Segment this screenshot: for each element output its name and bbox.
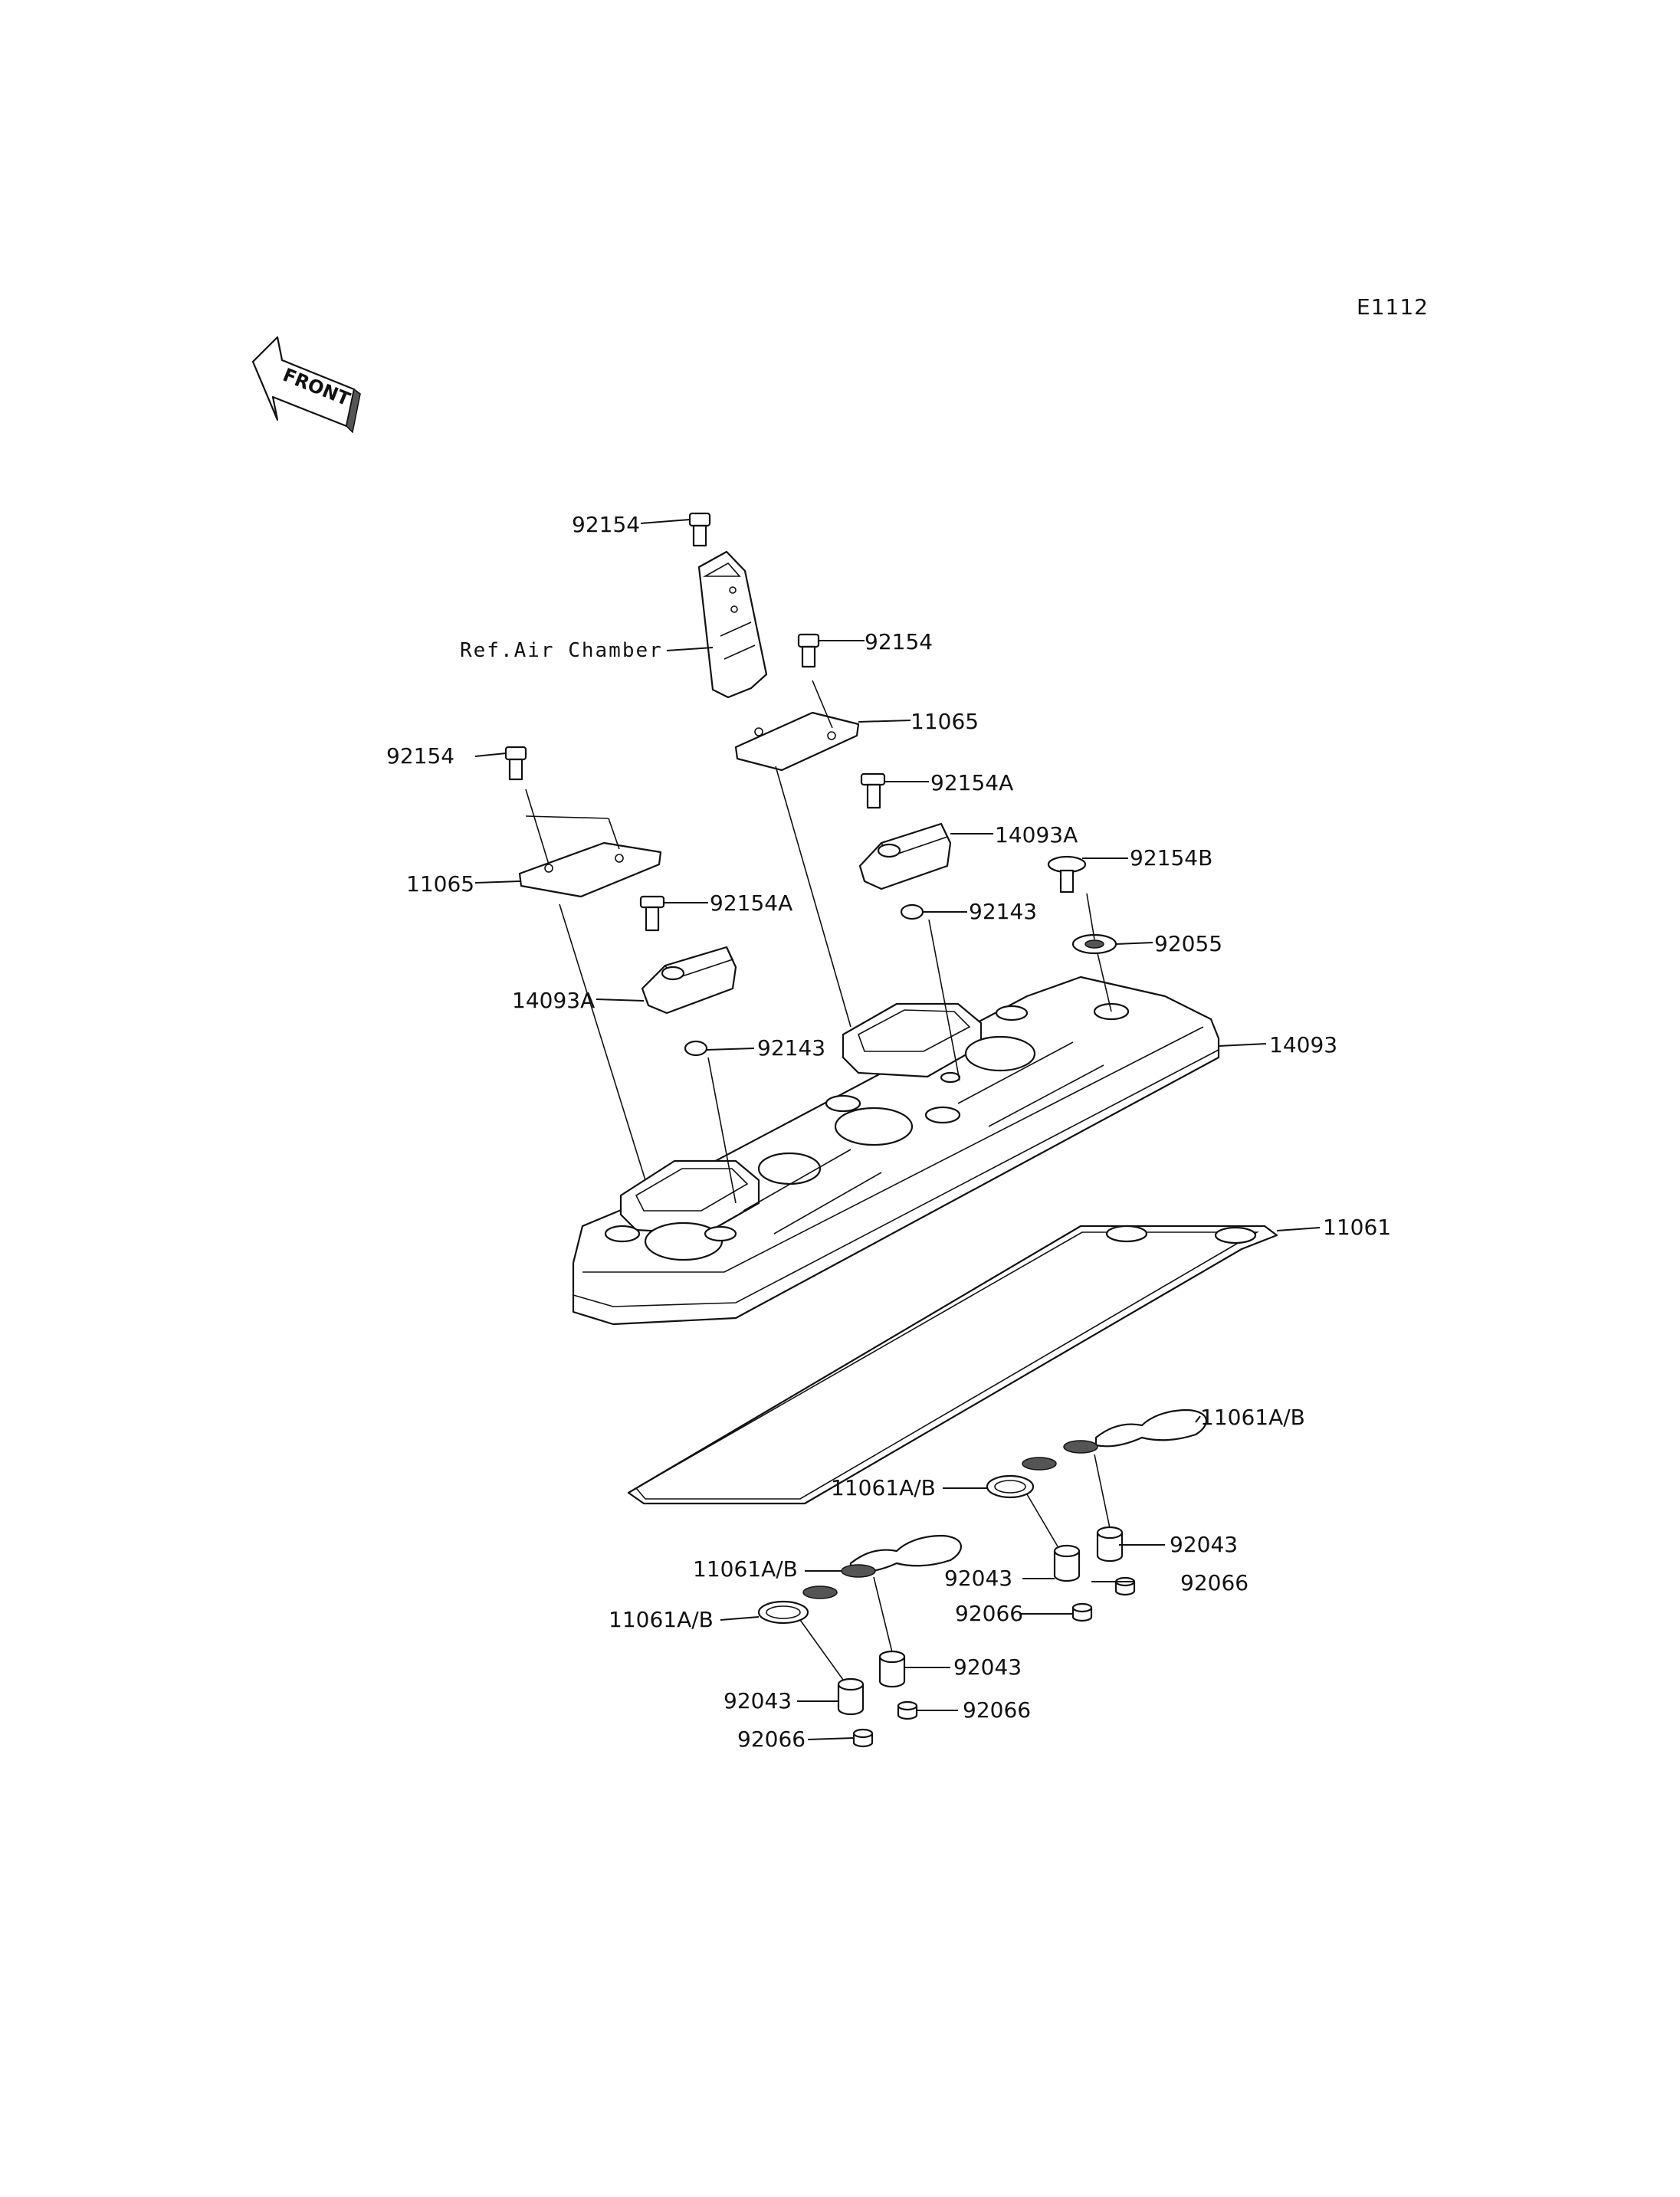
seal-11061ab-right-upper bbox=[1063, 1408, 1208, 1454]
cap-14093a-left bbox=[641, 946, 737, 1015]
label-grommet-92143-left: 92143 bbox=[757, 1035, 826, 1061]
plate-11065-left bbox=[518, 841, 662, 898]
gasket-11061 bbox=[627, 1225, 1278, 1505]
label-bolt-92154-top: 92154 bbox=[572, 512, 641, 537]
label-cap-92066-l1: 92066 bbox=[963, 1697, 1032, 1723]
label-bolt-92154a-right: 92154A bbox=[930, 770, 1014, 795]
label-bolt-92154b: 92154B bbox=[1130, 845, 1213, 871]
label-cap-92066-l2: 92066 bbox=[737, 1726, 806, 1752]
label-ref-air-chamber: Ref.Air Chamber bbox=[460, 639, 663, 662]
cap-92066-r1 bbox=[1114, 1576, 1136, 1596]
cylinder-head-cover-14093 bbox=[572, 976, 1220, 1326]
cap-92066-r2 bbox=[1071, 1602, 1093, 1622]
seal-11061ab-right-lower bbox=[986, 1457, 1057, 1499]
washer-92055 bbox=[1071, 933, 1117, 955]
cap-92066-l2 bbox=[852, 1728, 874, 1748]
label-seal-11061ab-r2: 11061A/B bbox=[831, 1475, 936, 1500]
label-seal-11061ab-r1: 11061A/B bbox=[1200, 1405, 1305, 1430]
leader-lines bbox=[474, 519, 1321, 1740]
seal-11061ab-left-lower bbox=[757, 1585, 838, 1625]
label-cap-92066-r1: 92066 bbox=[1180, 1570, 1249, 1595]
label-cap-92066-r2: 92066 bbox=[955, 1601, 1024, 1626]
plate-11065-upper bbox=[734, 711, 860, 772]
label-plate-11065-left: 11065 bbox=[406, 871, 475, 897]
air-chamber-bracket bbox=[697, 550, 768, 699]
label-grommet-92143-right: 92143 bbox=[969, 899, 1038, 924]
label-bolt-92154-left: 92154 bbox=[386, 743, 455, 769]
label-gasket-11061: 11061 bbox=[1323, 1215, 1392, 1240]
label-cap-14093a-left: 14093A bbox=[512, 988, 596, 1013]
bolt-92154-top bbox=[688, 512, 711, 547]
label-collar-92043-r2: 92043 bbox=[944, 1566, 1013, 1591]
bolt-92154b bbox=[1047, 855, 1087, 894]
bolt-92154a-right bbox=[860, 772, 886, 809]
label-collar-92043-l2: 92043 bbox=[724, 1688, 792, 1713]
label-plate-11065-upper: 11065 bbox=[911, 709, 979, 734]
collar-92043-r1 bbox=[1096, 1526, 1124, 1562]
bolt-92154a-left bbox=[639, 895, 665, 932]
label-seal-11061ab-l2: 11061A/B bbox=[609, 1607, 714, 1632]
bolt-92154-left bbox=[504, 746, 527, 781]
front-arrow-icon: FRONT bbox=[251, 336, 361, 434]
label-cap-14093a-right: 14093A bbox=[995, 822, 1078, 848]
cap-14093a-right bbox=[858, 822, 952, 890]
seal-11061ab-left-upper bbox=[841, 1534, 963, 1578]
label-bolt-92154a-left: 92154A bbox=[710, 890, 793, 916]
label-seal-11061ab-l1: 11061A/B bbox=[693, 1556, 798, 1582]
cap-92066-l1 bbox=[897, 1700, 918, 1720]
diagram-code: E1112 bbox=[1357, 294, 1429, 320]
grommet-92143-left bbox=[684, 1040, 708, 1057]
grommet-92143-right bbox=[900, 903, 924, 920]
collar-92043-r2 bbox=[1053, 1544, 1081, 1582]
label-collar-92043-r1: 92043 bbox=[1170, 1532, 1239, 1557]
label-washer-92055: 92055 bbox=[1154, 931, 1223, 956]
label-bolt-92154-upper-right: 92154 bbox=[865, 629, 934, 654]
collar-92043-l2 bbox=[837, 1677, 865, 1716]
assembly-guide-lines bbox=[525, 680, 1112, 1681]
bolt-92154-upper-right bbox=[797, 633, 820, 668]
label-head-cover-14093: 14093 bbox=[1269, 1032, 1338, 1058]
collar-92043-l1 bbox=[878, 1650, 906, 1688]
label-collar-92043-l1: 92043 bbox=[953, 1654, 1022, 1680]
